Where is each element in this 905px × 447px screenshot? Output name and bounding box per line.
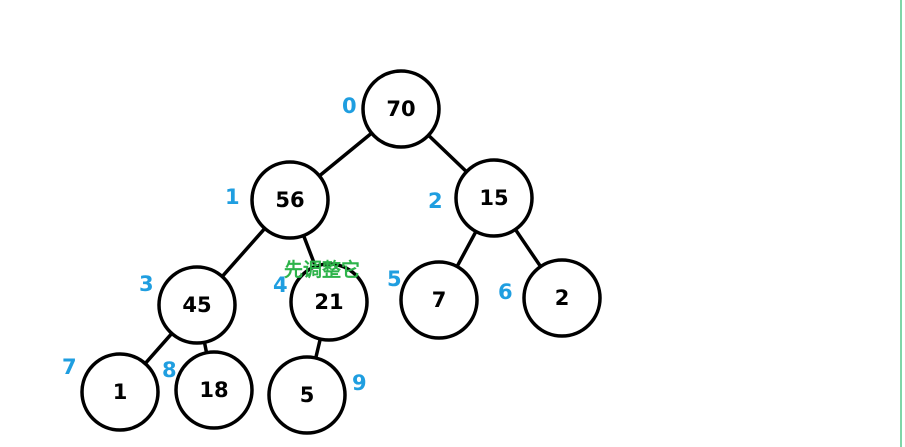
- index-label-7: 7: [62, 355, 77, 379]
- index-label-3: 3: [139, 272, 154, 296]
- right-border: [900, 0, 902, 447]
- edge-3-8: [202, 340, 209, 355]
- node-value: 56: [275, 188, 304, 212]
- tree-node-8: 18: [174, 350, 254, 430]
- edge-1-4: [301, 233, 318, 269]
- node-circle: [289, 262, 369, 342]
- node-circle: [267, 355, 347, 435]
- edge-4-9: [313, 337, 323, 360]
- tree-node-5: 7: [399, 260, 479, 340]
- node-value: 21: [314, 290, 343, 314]
- index-label-8: 8: [162, 358, 177, 382]
- node-value: 1: [113, 380, 128, 404]
- node-value: 45: [182, 293, 211, 317]
- index-label-6: 6: [498, 280, 513, 304]
- edge-1-3: [220, 226, 267, 279]
- index-label-5: 5: [387, 267, 402, 291]
- node-value: 15: [479, 186, 508, 210]
- tree-node-7: 1: [80, 352, 160, 432]
- edge-2-5: [455, 229, 478, 269]
- tree-node-1: 56: [250, 160, 330, 240]
- edge-3-7: [143, 331, 174, 366]
- node-circle: [522, 258, 602, 338]
- node-value: 7: [432, 288, 447, 312]
- note-label: 先调整它: [284, 258, 360, 281]
- index-label-9: 9: [352, 371, 367, 395]
- index-label-1: 1: [225, 185, 240, 209]
- tree-node-0: 70: [361, 69, 441, 149]
- node-value: 18: [199, 378, 228, 402]
- tree-node-4: 21: [289, 262, 369, 342]
- index-label-0: 0: [342, 94, 357, 118]
- edge-0-2: [426, 133, 469, 174]
- node-circle: [454, 158, 534, 238]
- node-value: 5: [300, 383, 315, 407]
- edge-2-6: [513, 227, 543, 269]
- edge-0-1: [317, 131, 374, 178]
- node-circle: [361, 69, 441, 149]
- node-circle: [399, 260, 479, 340]
- edges-layer: [143, 131, 543, 366]
- node-circle: [174, 350, 254, 430]
- node-circle: [250, 160, 330, 240]
- index-label-4: 4: [273, 273, 288, 297]
- tree-node-9: 5: [267, 355, 347, 435]
- tree-node-2: 15: [454, 158, 534, 238]
- tree-node-6: 2: [522, 258, 602, 338]
- node-value: 70: [386, 97, 415, 121]
- index-label-2: 2: [428, 189, 443, 213]
- tree-node-3: 45: [157, 265, 237, 345]
- node-value: 2: [555, 286, 570, 310]
- node-circle: [157, 265, 237, 345]
- node-circle: [80, 352, 160, 432]
